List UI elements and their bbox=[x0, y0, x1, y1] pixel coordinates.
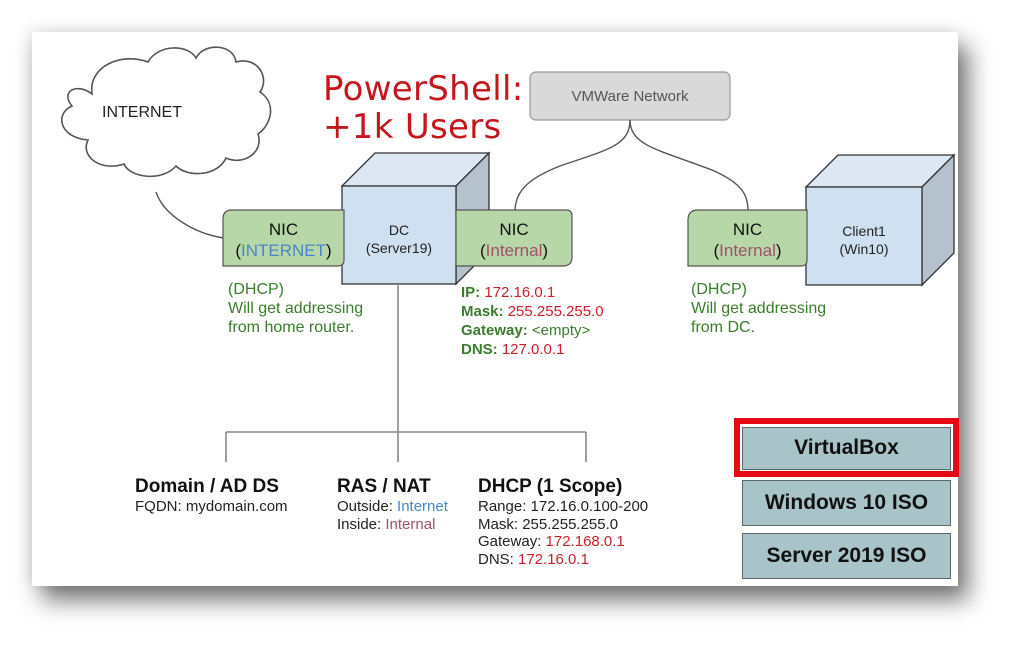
role-title: RAS / NAT bbox=[337, 476, 431, 497]
nic-client: NIC (Internal) bbox=[688, 219, 807, 261]
virtualbox-highlight-frame bbox=[734, 418, 959, 477]
internet-cloud-label: INTERNET bbox=[102, 104, 182, 121]
vmware-network-label: VMWare Network bbox=[571, 88, 689, 105]
link-vmware-dc-nic bbox=[514, 119, 631, 213]
link-vmware-client-nic bbox=[629, 119, 749, 213]
dc-internal-config: IP: 172.16.0.1 Mask: 255.255.255.0 Gatew… bbox=[461, 283, 604, 359]
link-internet-nic bbox=[155, 191, 225, 239]
nic-external-title: NIC bbox=[268, 220, 299, 239]
role-title: DHCP (1 Scope) bbox=[478, 476, 623, 497]
role-line: DNS: 172.16.0.1 bbox=[478, 550, 589, 568]
role-line: Inside: Internal bbox=[337, 515, 436, 533]
dc-os: (Server19) bbox=[365, 240, 433, 256]
nic-client-network: (Internal) bbox=[713, 241, 782, 260]
client-label: Client1 (Win10) bbox=[806, 222, 922, 258]
nic-internal-dc: NIC (Internal) bbox=[456, 219, 572, 261]
dc-cube bbox=[340, 151, 491, 286]
nic-external-shape bbox=[222, 209, 345, 267]
dc-label: DC (Server19) bbox=[342, 221, 456, 257]
role-domain-adds: Domain / AD DS FQDN: mydomain.com bbox=[135, 476, 288, 516]
dc-external-note: (DHCP) Will get addressing from home rou… bbox=[228, 281, 364, 336]
title-line-2: +1k Users bbox=[323, 107, 502, 147]
config-ip: IP: 172.16.0.1 bbox=[461, 284, 556, 301]
role-line: Gateway: 172.168.0.1 bbox=[478, 533, 625, 550]
role-line: Range: 172.16.0.100-200 bbox=[478, 498, 649, 515]
config-dns: DNS: 127.0.0.1 bbox=[461, 341, 565, 358]
virtualbox-button[interactable]: VirtualBox bbox=[742, 427, 951, 470]
config-mask: Mask: 255.255.255.0 bbox=[461, 303, 604, 320]
nic-internal-dc-title: NIC bbox=[499, 220, 529, 239]
nic-client-shape bbox=[687, 209, 808, 267]
role-line: FQDN: mydomain.com bbox=[135, 498, 288, 515]
client-note: (DHCP) Will get addressing from DC. bbox=[691, 281, 827, 336]
role-title: Domain / AD DS bbox=[135, 476, 279, 497]
role-dhcp: DHCP (1 Scope) Range: 172.16.0.100-200 M… bbox=[478, 476, 648, 568]
nic-client-title: NIC bbox=[732, 220, 763, 239]
windows-10-iso-button[interactable]: Windows 10 ISO bbox=[742, 480, 951, 526]
role-line: Outside: Internet bbox=[337, 498, 448, 515]
client-os: (Win10) bbox=[839, 241, 889, 257]
role-ras-nat: RAS / NAT Outside: Internet Inside: Inte… bbox=[337, 476, 448, 533]
dc-name: DC bbox=[388, 222, 410, 238]
nic-internal-dc-shape bbox=[455, 209, 573, 267]
role-line: Mask: 255.255.255.0 bbox=[478, 515, 619, 533]
title-line-1: PowerShell: bbox=[323, 69, 524, 109]
nic-external: NIC (INTERNET) bbox=[223, 219, 344, 261]
server-2019-iso-button[interactable]: Server 2019 ISO bbox=[742, 533, 951, 579]
cloud-icon bbox=[61, 46, 272, 178]
slide-title: PowerShell: +1k Users bbox=[323, 70, 524, 146]
role-tree bbox=[225, 284, 587, 462]
nic-internal-dc-network: (Internal) bbox=[479, 241, 549, 260]
config-gateway: Gateway: <empty> bbox=[461, 322, 591, 339]
client-cube bbox=[804, 153, 956, 287]
client-name: Client1 bbox=[842, 223, 886, 239]
nic-external-network: (INTERNET) bbox=[235, 241, 332, 260]
